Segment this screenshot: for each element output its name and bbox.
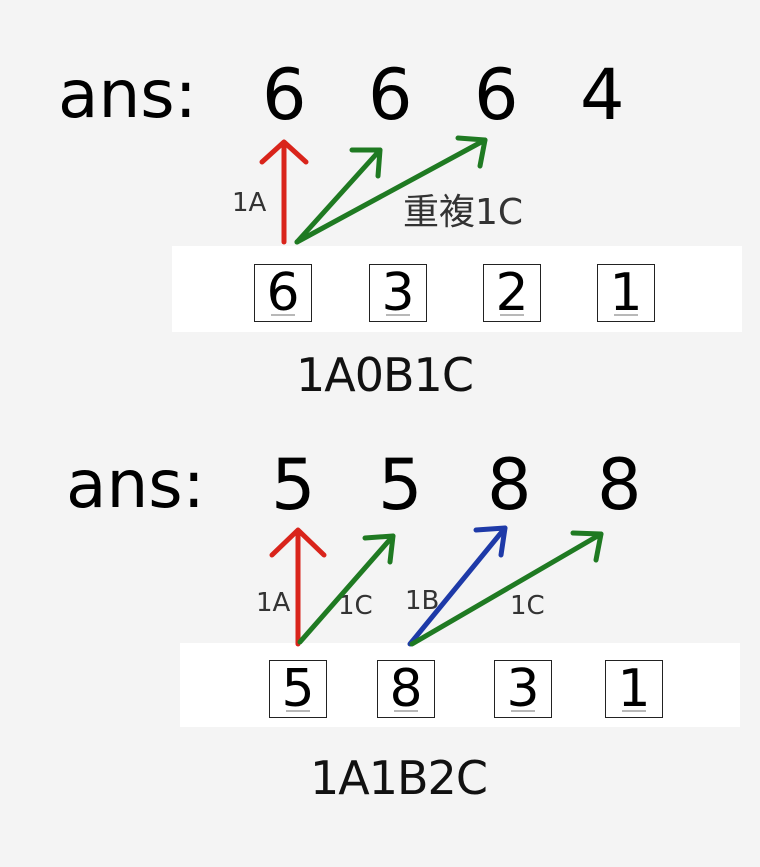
result-1: 1A0B1C bbox=[296, 348, 474, 402]
ans-digit-1-4: 4 bbox=[580, 54, 625, 136]
ans-digit-2-4: 8 bbox=[597, 444, 642, 526]
guess-digit-1-4: 1 bbox=[597, 264, 655, 322]
ans-label-1: ans: bbox=[58, 56, 197, 133]
arrow-c2-p2 bbox=[409, 530, 604, 647]
ans-digit-2-3: 8 bbox=[487, 444, 532, 526]
annotation-1a-p2: 1A bbox=[256, 588, 291, 618]
guess-digit-1-1: 6 bbox=[254, 264, 312, 322]
ans-label-2: ans: bbox=[66, 446, 205, 523]
ans-digit-2-1: 5 bbox=[271, 444, 316, 526]
annotation-c-p1: 重複1C bbox=[403, 192, 524, 233]
arrow-c2-p1 bbox=[294, 135, 488, 245]
guess-digit-2-3: 3 bbox=[494, 660, 552, 718]
annotation-1a-p1: 1A bbox=[232, 188, 267, 218]
ans-digit-2-2: 5 bbox=[378, 444, 423, 526]
guess-digit-1-2: 3 bbox=[369, 264, 427, 322]
ans-digit-1-1: 6 bbox=[262, 54, 307, 136]
arrow-b-p2 bbox=[407, 525, 508, 647]
annotation-1b-p2: 1B bbox=[405, 586, 440, 616]
result-2: 1A1B2C bbox=[310, 751, 488, 805]
arrow-a-p1 bbox=[259, 139, 309, 245]
ans-digit-1-2: 6 bbox=[368, 54, 413, 136]
annotation-1c-second-p2: 1C bbox=[510, 591, 545, 621]
guess-digit-2-1: 5 bbox=[269, 660, 327, 718]
arrow-a-p2 bbox=[269, 527, 327, 647]
arrow-c1-p2 bbox=[297, 533, 396, 645]
guess-digit-2-4: 1 bbox=[605, 660, 663, 718]
annotation-1c-first-p2: 1C bbox=[338, 591, 373, 621]
arrow-c1-p1 bbox=[294, 147, 383, 245]
guess-digit-1-3: 2 bbox=[483, 264, 541, 322]
ans-digit-1-3: 6 bbox=[474, 54, 519, 136]
guess-digit-2-2: 8 bbox=[377, 660, 435, 718]
